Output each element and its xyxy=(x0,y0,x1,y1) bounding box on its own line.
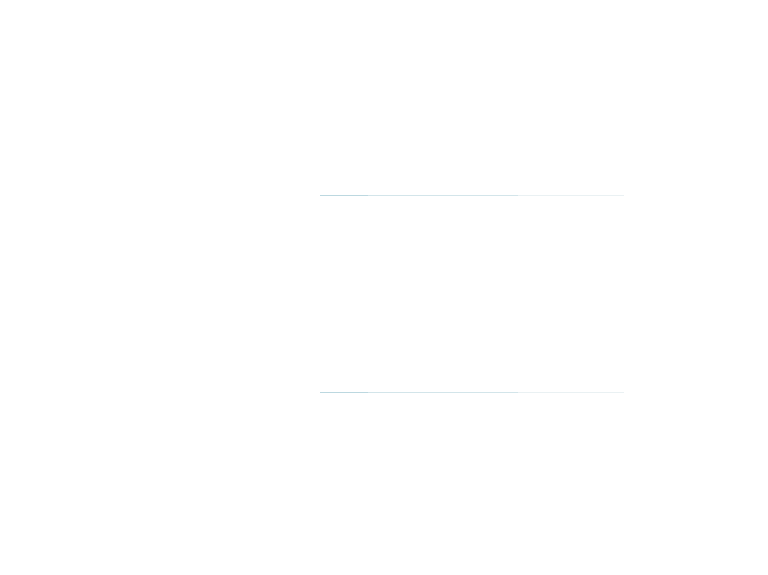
top-divider xyxy=(320,195,624,196)
bottom-divider xyxy=(320,392,624,393)
top-divider-segment-middle xyxy=(368,195,518,196)
bottom-divider-segment-middle xyxy=(368,392,518,393)
bottom-divider-segment-left xyxy=(320,392,368,393)
top-divider-segment-left xyxy=(320,195,368,196)
top-divider-segment-right xyxy=(518,195,624,196)
panel-body xyxy=(320,196,624,392)
empty-content-panel xyxy=(320,195,624,394)
bottom-divider-segment-right xyxy=(518,392,624,393)
